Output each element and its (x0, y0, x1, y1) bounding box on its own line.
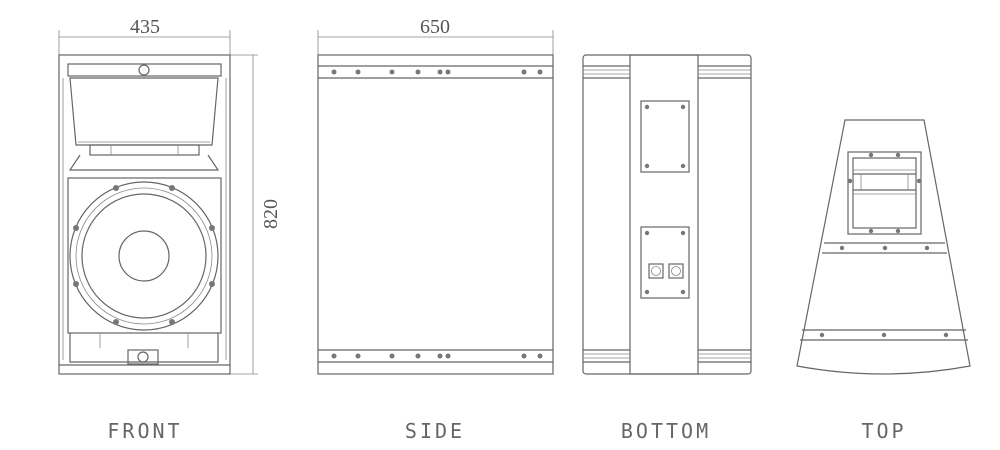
top-bottom-band-bolts (819, 332, 949, 338)
side-view-label: SIDE (405, 419, 465, 443)
front-width-dimension: 435 (58, 16, 231, 62)
side-width-dimension: 650 (317, 16, 554, 60)
top-view (796, 119, 971, 375)
speakon-connector-left (648, 263, 664, 279)
top-cabinet-outline (796, 119, 971, 375)
front-top-bolt (138, 64, 150, 76)
front-view: 435 820 (58, 16, 282, 375)
bottom-connector-plate (640, 226, 690, 299)
bottom-view (582, 54, 752, 375)
side-top-rail-bolts (331, 69, 543, 75)
height-dimension: 820 (230, 54, 282, 375)
top-horn-bolts (847, 152, 922, 234)
speakon-connector-right (668, 263, 684, 279)
bottom-cabinet-outline (582, 54, 752, 375)
front-woofer-bolts (73, 185, 215, 325)
side-view: 650 (317, 16, 554, 375)
front-width-label: 435 (130, 16, 160, 38)
front-horn (69, 77, 219, 146)
bottom-view-label: BOTTOM (621, 419, 711, 443)
front-view-label: FRONT (107, 419, 182, 443)
bottom-rails (583, 65, 751, 363)
top-horn-mount (847, 151, 922, 235)
front-bottom-handle (127, 349, 159, 365)
bottom-center-panel (629, 54, 699, 375)
front-woofer-baffle (67, 177, 222, 334)
side-cabinet-outline (317, 54, 554, 375)
side-width-label: 650 (420, 16, 450, 38)
front-woofer-cone (81, 193, 207, 319)
front-top-handle (67, 63, 222, 77)
front-woofer-dustcap (118, 230, 170, 282)
height-label: 820 (260, 199, 282, 229)
top-view-label: TOP (861, 419, 906, 443)
top-band-bolts (839, 245, 930, 251)
side-bottom-rail-bolts (331, 353, 543, 359)
front-woofer-rim (69, 181, 219, 331)
front-cabinet-outline (58, 54, 231, 375)
bottom-rigging-plate (640, 100, 690, 173)
